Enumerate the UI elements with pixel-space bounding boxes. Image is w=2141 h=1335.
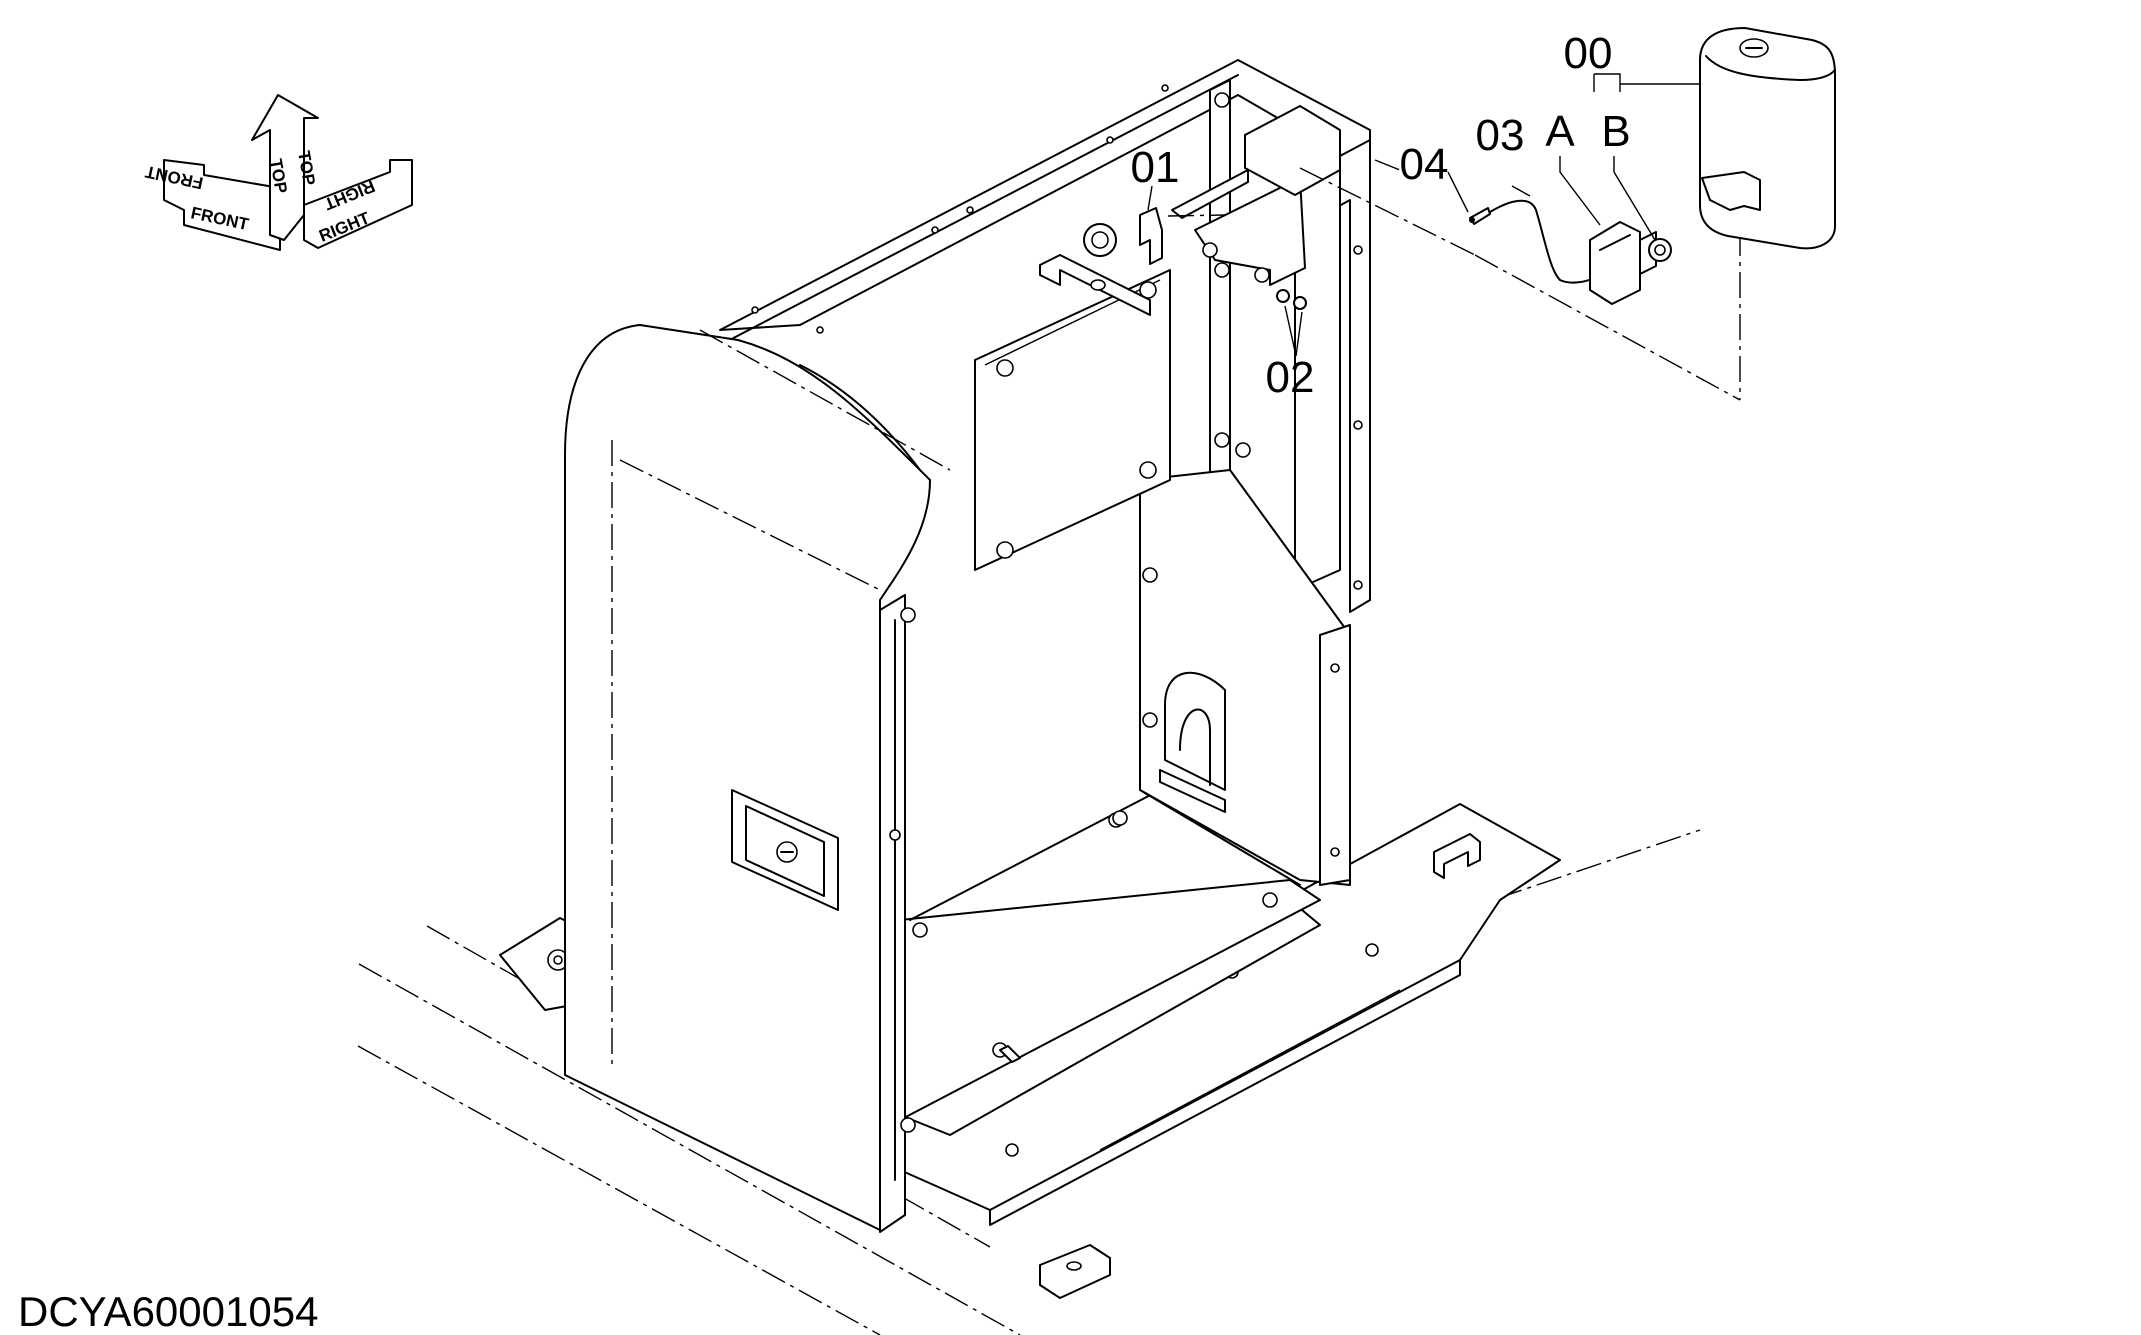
callout-b: B — [1601, 107, 1630, 156]
plate-bracket-icon — [1039, 254, 1151, 316]
callout-labels: 00 A B 03 04 01 02 — [1131, 29, 1631, 402]
part-01-clip-icon — [1139, 207, 1163, 265]
door-handle-icon — [731, 789, 839, 911]
callout-02: 02 — [1266, 353, 1315, 402]
switch-cover-icon — [1699, 27, 1836, 250]
callout-03: 03 — [1476, 111, 1525, 160]
rail-bracket-icon — [1433, 833, 1481, 879]
drawing-number: DCYA60001054 — [18, 1288, 318, 1335]
callout-04: 04 — [1400, 140, 1449, 189]
front-arrow-icon: FRONT FRONT — [143, 159, 281, 251]
grommet-icon — [1083, 223, 1117, 257]
top-arrow-icon: TOP TOP — [251, 94, 319, 241]
part-04-pin-icon — [1469, 207, 1491, 225]
switch-a-icon — [1589, 221, 1657, 305]
lower-bracket-icon — [1039, 1244, 1111, 1299]
callout-01: 01 — [1131, 143, 1180, 192]
part-02-nuts-icon — [1276, 289, 1307, 310]
box-base-tray — [899, 789, 1321, 1136]
front-cover — [564, 324, 951, 1233]
callout-a: A — [1545, 107, 1575, 156]
grommet-b-icon — [1648, 238, 1672, 262]
mounting-plate — [974, 223, 1171, 571]
right-arrow-icon: RIGHT RIGHT — [303, 159, 413, 249]
leader-lines — [1147, 73, 1701, 357]
frame-rail — [899, 803, 1561, 1299]
explode-lines — [1167, 159, 1741, 401]
callout-00: 00 — [1564, 29, 1613, 78]
orientation-indicator: FRONT FRONT TOP TOP RIGHT RIGHT — [143, 94, 413, 251]
inner-side-wall — [1112, 469, 1351, 886]
